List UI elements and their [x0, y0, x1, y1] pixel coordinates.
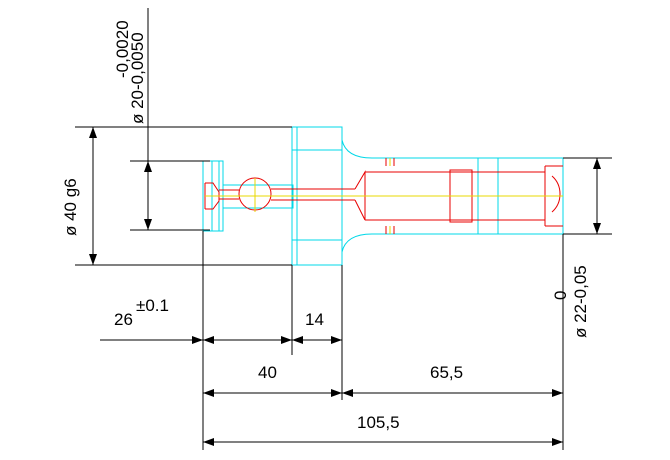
dimension-labels: -0,0020 ø 20-0,0050 ø 40 g6 0 ø 22-0,05 …: [61, 20, 590, 432]
len105-label: 105,5: [357, 413, 400, 432]
len26-label: 26: [114, 310, 133, 329]
len65-label: 65,5: [430, 363, 463, 382]
len26-tolerance: ±0.1: [136, 296, 169, 315]
centerline: [205, 158, 563, 234]
dia20-upper-tolerance: -0,0020: [113, 20, 132, 78]
len14-label: 14: [305, 310, 324, 329]
len40-label: 40: [258, 363, 277, 382]
dia22-label: ø 22-0,05: [571, 265, 590, 338]
dia22-upper-tolerance: 0: [551, 291, 570, 300]
dia40-label: ø 40 g6: [61, 178, 80, 236]
dia20-label: ø 20-0,0050: [128, 32, 147, 124]
dimension-lines: [75, 8, 612, 450]
